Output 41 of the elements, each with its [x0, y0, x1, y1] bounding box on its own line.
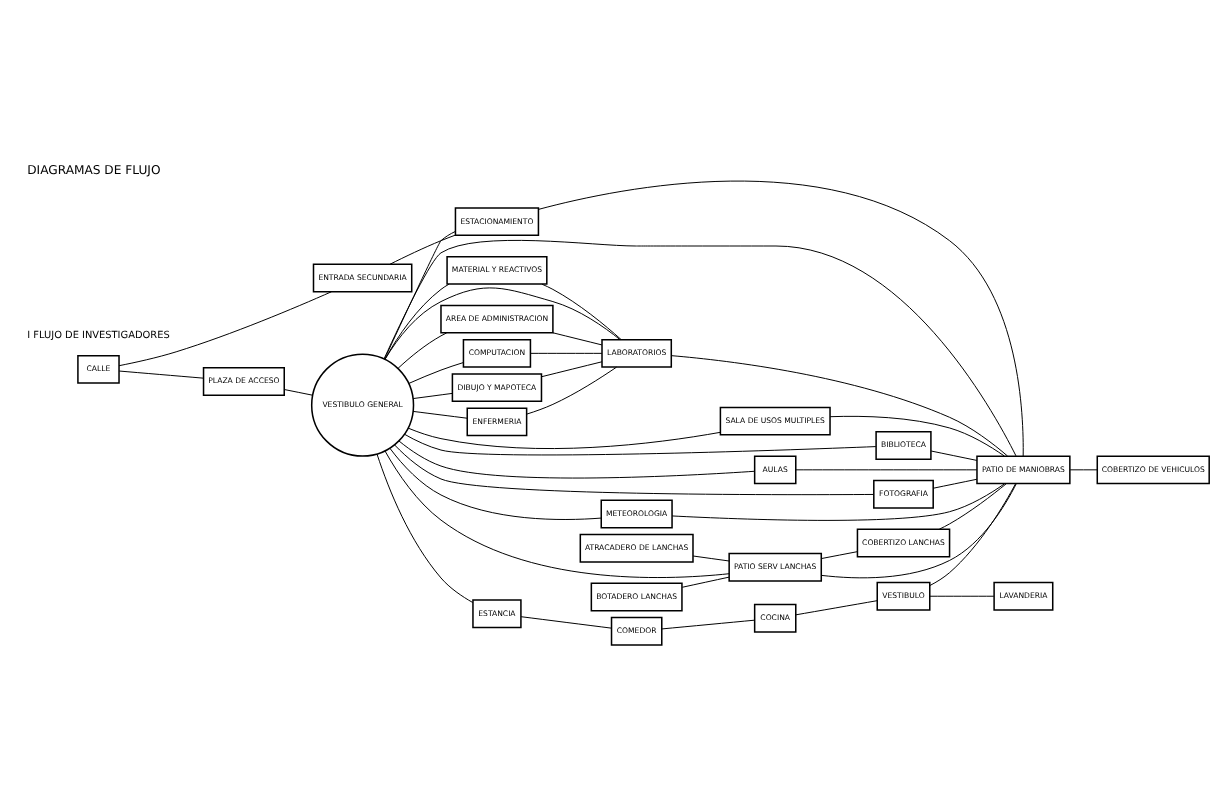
connector — [829, 415, 1005, 457]
connector — [376, 453, 474, 603]
connector — [404, 433, 877, 456]
connector — [541, 361, 603, 378]
connector — [397, 332, 448, 369]
connector — [692, 555, 730, 562]
connector — [541, 283, 622, 340]
connector — [118, 291, 332, 367]
connector — [412, 392, 453, 400]
connector — [384, 287, 621, 360]
connector — [938, 483, 1007, 530]
connector — [795, 600, 878, 616]
connector — [384, 231, 456, 360]
connector — [932, 478, 978, 489]
connector — [670, 355, 1009, 457]
connector — [820, 483, 1017, 579]
connector — [389, 447, 602, 520]
connector — [389, 234, 456, 265]
connector — [529, 352, 603, 354]
connector — [1069, 469, 1098, 471]
connector — [118, 370, 204, 379]
connector — [398, 440, 756, 479]
connector — [681, 576, 730, 588]
connector — [929, 595, 995, 597]
connector — [538, 180, 1024, 457]
connector — [394, 444, 875, 496]
connector — [412, 410, 468, 419]
connector — [384, 450, 730, 578]
connector — [930, 450, 978, 461]
connector — [383, 239, 1017, 457]
connector — [407, 427, 721, 450]
connector — [552, 332, 603, 346]
connector — [526, 366, 617, 415]
connector — [795, 469, 978, 471]
connector — [661, 619, 756, 630]
connector — [520, 616, 612, 629]
connector — [671, 483, 1006, 521]
connector — [929, 483, 1017, 587]
connector — [820, 551, 858, 560]
connector — [408, 362, 464, 384]
connector — [283, 389, 313, 396]
